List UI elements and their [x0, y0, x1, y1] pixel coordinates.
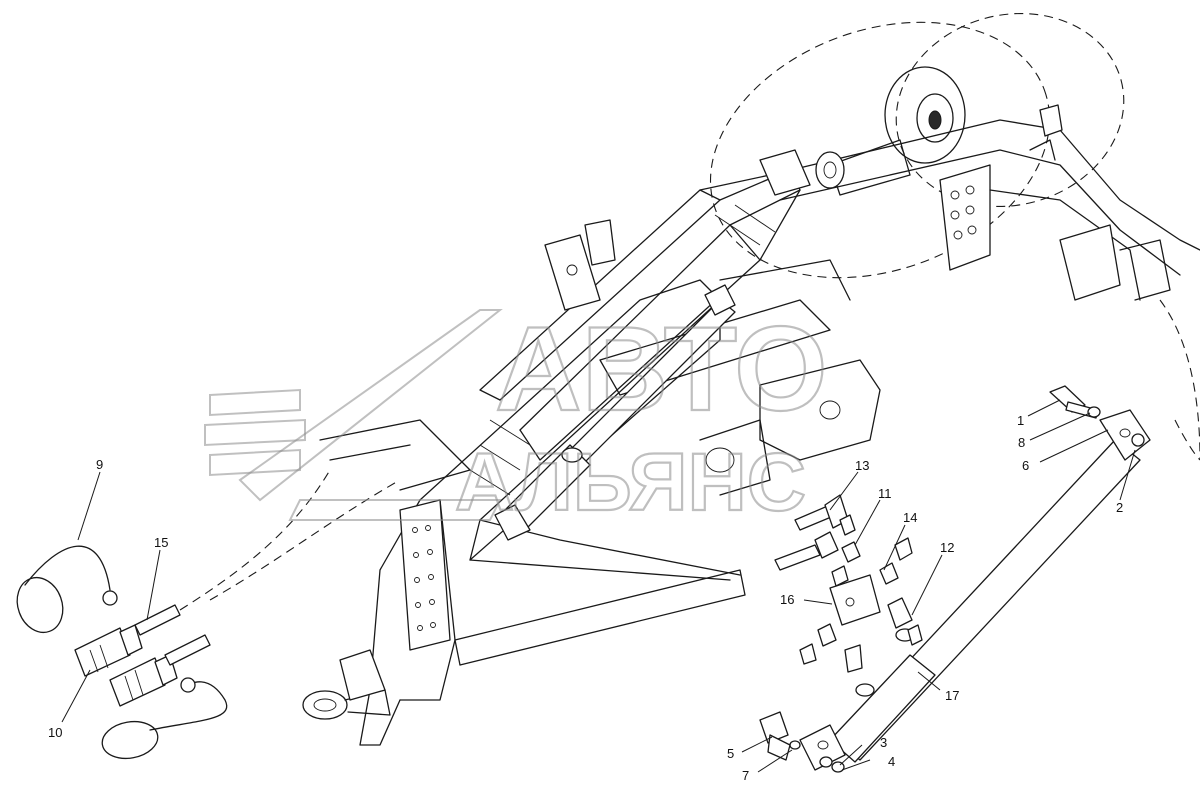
callout-2: 2 [1116, 500, 1123, 515]
callout-labels: 1 2 3 4 5 6 7 8 9 10 11 12 13 14 15 16 1… [48, 413, 1123, 783]
callout-14: 14 [903, 510, 917, 525]
frame-mounted-cylinder [494, 284, 736, 541]
drawbar-a-frame [179, 419, 746, 746]
watermark-line2: АЛЬЯНС [455, 437, 806, 528]
callout-15: 15 [154, 535, 168, 550]
dust-caps [16, 545, 228, 760]
leader-lines [61, 399, 1136, 773]
callout-12: 12 [940, 540, 954, 555]
callout-17: 17 [945, 688, 959, 703]
callout-10: 10 [48, 725, 62, 740]
main-frame [419, 149, 881, 561]
callout-13: 13 [855, 458, 869, 473]
callout-3: 3 [880, 735, 887, 750]
quick-couplers [74, 604, 211, 707]
callout-4: 4 [888, 754, 895, 769]
callout-9: 9 [96, 457, 103, 472]
callout-7: 7 [742, 768, 749, 783]
callout-8: 8 [1018, 435, 1025, 450]
callout-6: 6 [1022, 458, 1029, 473]
watermark-line1: АВТО [495, 302, 827, 436]
callout-16: 16 [780, 592, 794, 607]
rear-axle-assembly [699, 104, 1200, 301]
fasteners [759, 385, 1145, 773]
callout-11: 11 [878, 486, 892, 501]
callout-1: 1 [1017, 413, 1024, 428]
watermark: АВТО АЛЬЯНС [204, 301, 829, 529]
callout-5: 5 [727, 746, 734, 761]
